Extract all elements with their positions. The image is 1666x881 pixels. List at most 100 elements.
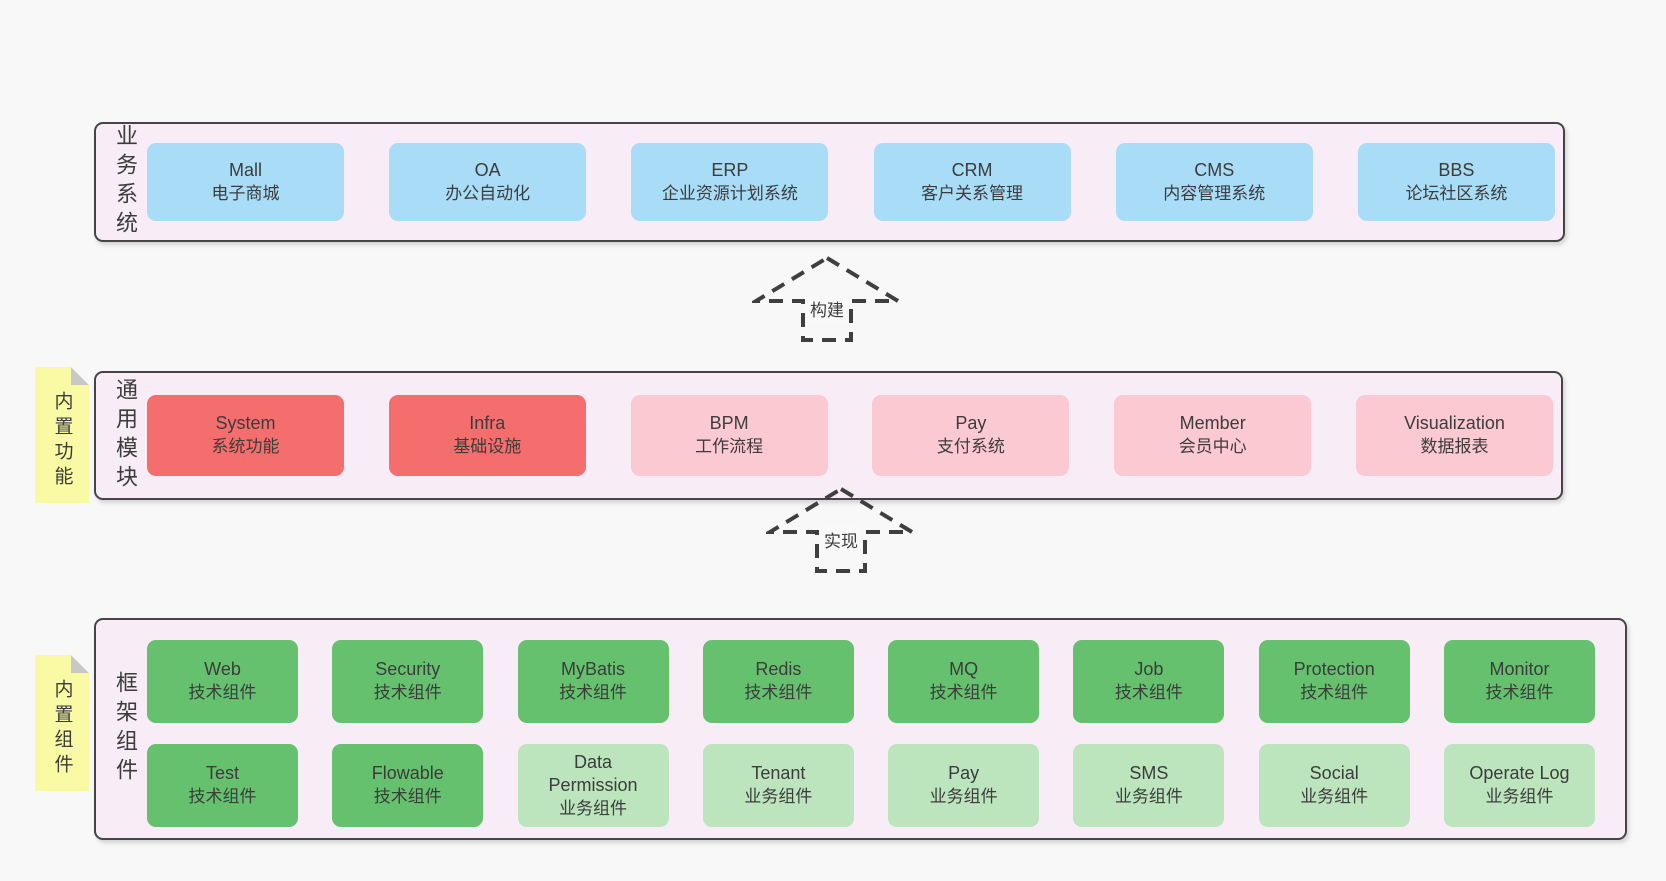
band-framework-components-label: 框架组件 xyxy=(113,671,138,787)
sticky-note-builtin-components: 内置组件 xyxy=(35,655,89,791)
box-test-desc: 技术组件 xyxy=(188,787,257,807)
box-bbs-desc: 论坛社区系统 xyxy=(1405,183,1508,203)
box-pay-biz-desc: 业务组件 xyxy=(929,787,998,807)
box-oa-desc: 办公自动化 xyxy=(445,183,531,203)
framework-components-row-1: Web 技术组件 Security 技术组件 MyBatis 技术组件 Redi… xyxy=(147,640,1595,723)
band-business-systems-label: 业务系统 xyxy=(113,124,138,240)
box-job-name: Job xyxy=(1134,659,1164,680)
box-protection-desc: 技术组件 xyxy=(1300,683,1369,703)
band-business-systems-boxes: Mall 电子商城 OA 办公自动化 ERP 企业资源计划系统 CRM 客户关系… xyxy=(147,124,1555,240)
box-infra: Infra 基础设施 xyxy=(388,395,586,476)
box-protection-name: Protection xyxy=(1293,659,1375,680)
box-bpm-desc: 工作流程 xyxy=(695,437,764,457)
sticky-builtin-components-text: 内置组件 xyxy=(51,679,73,779)
box-pay-biz-name: Pay xyxy=(948,763,980,784)
box-member-desc: 会员中心 xyxy=(1178,437,1247,457)
box-mall-desc: 电子商城 xyxy=(211,183,280,203)
box-system-name: System xyxy=(215,413,276,434)
box-system-desc: 系统功能 xyxy=(211,437,280,457)
box-crm: CRM 客户关系管理 xyxy=(873,143,1071,221)
box-sms: SMS 业务组件 xyxy=(1073,744,1225,827)
box-pay-biz: Pay 业务组件 xyxy=(888,744,1040,827)
band-common-modules: 通用模块 System 系统功能 Infra 基础设施 BPM 工作流程 Pay… xyxy=(94,371,1563,500)
box-erp-name: ERP xyxy=(711,159,749,180)
box-pay-system: Pay 支付系统 xyxy=(872,395,1070,476)
box-redis-desc: 技术组件 xyxy=(744,683,813,703)
box-crm-desc: 客户关系管理 xyxy=(921,183,1024,203)
box-oa-name: OA xyxy=(474,159,501,180)
box-crm-name: CRM xyxy=(951,159,993,180)
box-infra-name: Infra xyxy=(469,413,506,434)
up-block-arrow-icon xyxy=(766,486,916,573)
box-system: System 系统功能 xyxy=(147,395,344,476)
box-flowable-desc: 技术组件 xyxy=(373,787,442,807)
sticky-note-builtin-features: 内置功能 xyxy=(35,367,89,503)
band-framework-components: 框架组件 Web 技术组件 Security 技术组件 MyBatis 技术组件… xyxy=(94,618,1627,840)
band-common-modules-label: 通用模块 xyxy=(113,377,138,494)
box-mall-name: Mall xyxy=(228,159,262,180)
band-business-systems: 业务系统 Mall 电子商城 OA 办公自动化 ERP 企业资源计划系统 CRM… xyxy=(94,122,1565,242)
box-monitor-desc: 技术组件 xyxy=(1485,683,1554,703)
box-operate-log: Operate Log 业务组件 xyxy=(1443,744,1595,827)
box-mybatis-desc: 技术组件 xyxy=(559,683,628,703)
box-bpm-name: BPM xyxy=(709,413,749,434)
box-security-name: Security xyxy=(375,659,441,680)
box-test-name: Test xyxy=(205,763,239,784)
box-erp-desc: 企业资源计划系统 xyxy=(661,183,798,203)
box-operate-log-name: Operate Log xyxy=(1469,763,1570,784)
box-cms-desc: 内容管理系统 xyxy=(1163,183,1266,203)
box-operate-log-desc: 业务组件 xyxy=(1485,787,1554,807)
box-tenant-name: Tenant xyxy=(751,763,806,784)
box-data-permission-desc: 业务组件 xyxy=(559,799,628,819)
box-security-desc: 技术组件 xyxy=(373,683,442,703)
sticky-fold-icon xyxy=(71,655,89,673)
box-tenant: Tenant 业务组件 xyxy=(702,744,854,827)
box-web: Web 技术组件 xyxy=(147,640,298,723)
box-sms-desc: 业务组件 xyxy=(1114,787,1183,807)
box-job-desc: 技术组件 xyxy=(1114,683,1183,703)
box-flowable-name: Flowable xyxy=(371,763,444,784)
box-redis-name: Redis xyxy=(755,659,802,680)
box-bpm: BPM 工作流程 xyxy=(630,395,828,476)
up-block-arrow-icon xyxy=(752,255,902,342)
box-monitor-name: Monitor xyxy=(1489,659,1550,680)
arrow-implement: 实现 xyxy=(766,486,916,574)
box-visualization-desc: 数据报表 xyxy=(1420,437,1489,457)
box-mall: Mall 电子商城 xyxy=(147,143,344,221)
box-mybatis: MyBatis 技术组件 xyxy=(517,640,669,723)
box-social: Social 业务组件 xyxy=(1258,744,1410,827)
box-social-desc: 业务组件 xyxy=(1300,787,1369,807)
box-infra-desc: 基础设施 xyxy=(453,437,522,457)
box-cms-name: CMS xyxy=(1194,159,1235,180)
band-common-modules-boxes: System 系统功能 Infra 基础设施 BPM 工作流程 Pay 支付系统… xyxy=(147,373,1553,498)
box-oa: OA 办公自动化 xyxy=(389,143,587,221)
box-tenant-desc: 业务组件 xyxy=(744,787,813,807)
box-visualization: Visualization 数据报表 xyxy=(1355,395,1553,476)
box-bbs-name: BBS xyxy=(1438,159,1475,180)
box-redis: Redis 技术组件 xyxy=(702,640,854,723)
box-erp: ERP 企业资源计划系统 xyxy=(631,143,829,221)
box-pay-system-name: Pay xyxy=(955,413,987,434)
box-mybatis-name: MyBatis xyxy=(561,659,626,680)
box-member: Member 会员中心 xyxy=(1114,395,1312,476)
framework-components-row-2: Test 技术组件 Flowable 技术组件 Data Permission … xyxy=(147,744,1595,827)
box-sms-name: SMS xyxy=(1129,763,1169,784)
arrow-build: 构建 xyxy=(752,255,902,343)
box-mq-desc: 技术组件 xyxy=(929,683,998,703)
box-mq: MQ 技术组件 xyxy=(888,640,1040,723)
sticky-fold-icon xyxy=(71,367,89,385)
box-job: Job 技术组件 xyxy=(1073,640,1225,723)
box-mq-name: MQ xyxy=(949,659,979,680)
box-web-desc: 技术组件 xyxy=(188,683,257,703)
box-data-permission: Data Permission 业务组件 xyxy=(517,744,669,827)
box-security: Security 技术组件 xyxy=(332,640,484,723)
box-protection: Protection 技术组件 xyxy=(1258,640,1410,723)
box-cms: CMS 内容管理系统 xyxy=(1115,143,1313,221)
box-test: Test 技术组件 xyxy=(147,744,298,827)
arrow-build-label: 构建 xyxy=(806,295,848,322)
arrow-implement-label: 实现 xyxy=(820,526,862,553)
box-monitor: Monitor 技术组件 xyxy=(1443,640,1595,723)
box-data-permission-name: Data Permission xyxy=(548,751,638,796)
box-visualization-name: Visualization xyxy=(1404,413,1505,434)
